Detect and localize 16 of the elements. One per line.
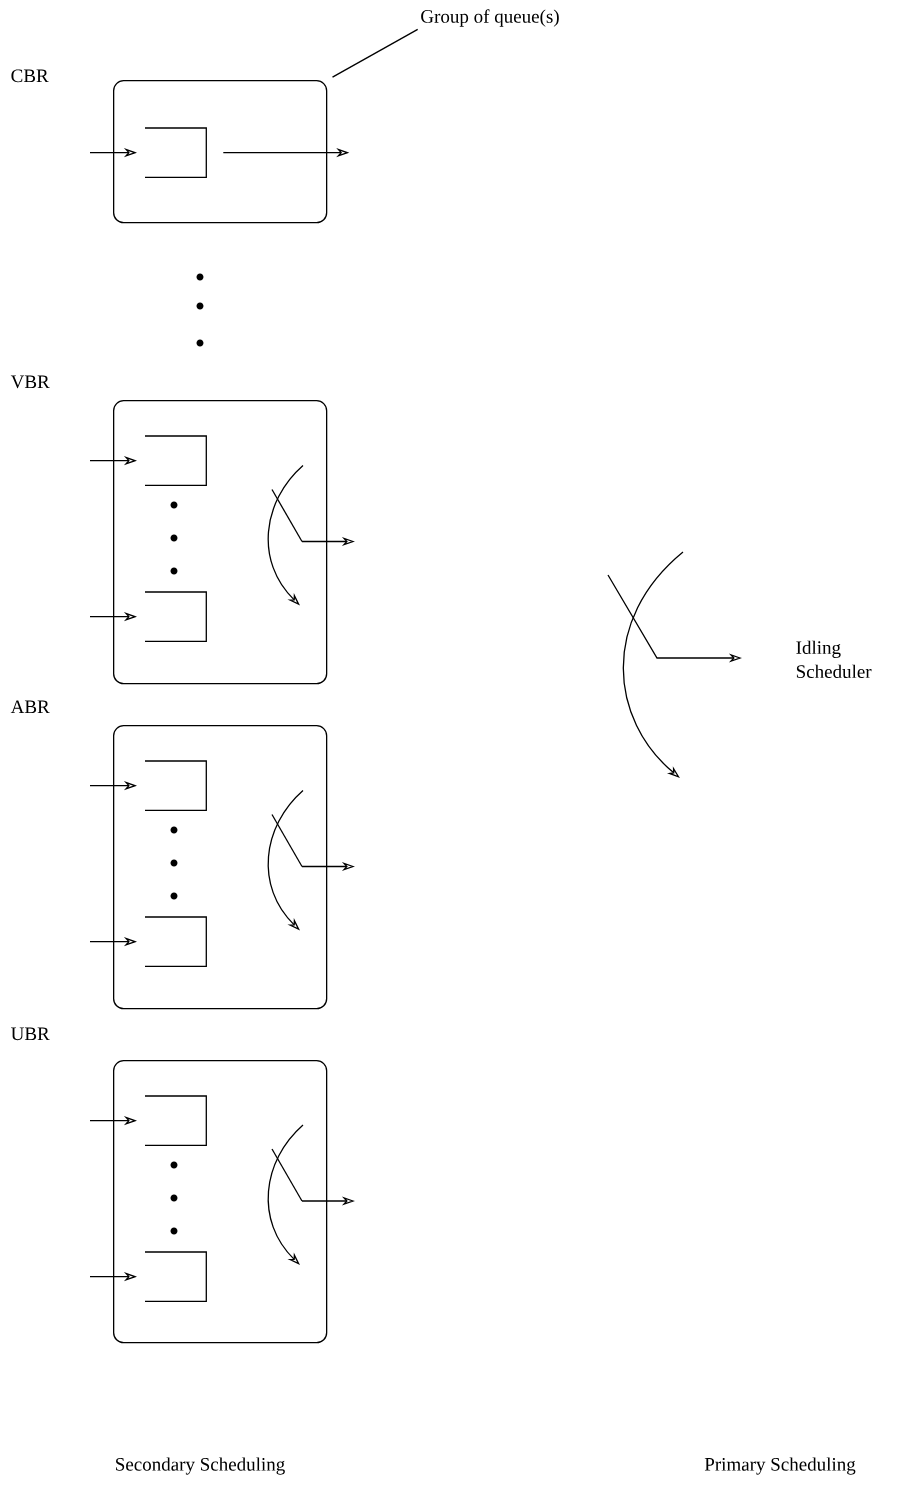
scheduler-label: Idling Scheduler — [796, 640, 872, 679]
queue-drawing — [144, 916, 207, 967]
queue-drawing — [144, 760, 207, 811]
group-label: UBR — [11, 1027, 50, 1041]
queue-drawing — [144, 1251, 207, 1302]
group-label: CBR — [11, 69, 49, 83]
queue-drawing — [144, 1095, 207, 1146]
group-label: ABR — [10, 700, 50, 714]
queue-drawing — [144, 591, 207, 642]
column-label: Primary Scheduling — [704, 1457, 856, 1475]
queue-drawing — [144, 127, 207, 178]
group-label: VBR — [10, 375, 50, 389]
leader-line — [331, 28, 419, 78]
column-label: Secondary Scheduling — [116, 1457, 285, 1475]
queue-drawing — [144, 435, 207, 486]
callout-label: Group of queue(s) — [421, 9, 559, 27]
